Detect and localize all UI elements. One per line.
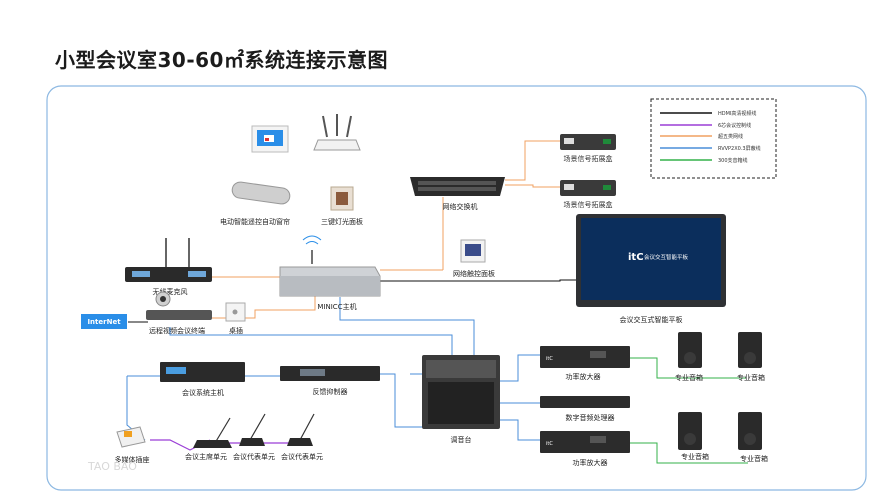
smart-panel-label: 会议交互式智能平板 (620, 315, 683, 324)
media-box-label: 多媒体插座 (115, 455, 150, 464)
speaker-2: 专业音箱 (737, 332, 765, 382)
expander-2-label: 场景信号拓展盒 (564, 200, 613, 209)
delegate-unit-1: 会议代表单元 (233, 413, 275, 461)
curtain-label: 电动智能遥控自动窗帘 (220, 217, 290, 226)
minicc-host: MINICC主机 (279, 235, 381, 311)
table-socket: 桌插 (225, 302, 246, 335)
curtain-motor: 电动智能遥控自动窗帘 (220, 181, 291, 226)
light-panel-label: 三键灯光面板 (321, 217, 363, 226)
video-terminal: 远程视频会议终端 (146, 291, 212, 335)
dsp-processor: 数字音频处理器 (540, 396, 630, 422)
legend-label-rvvp: RVVP2X0.3屏蔽线 (718, 145, 761, 152)
delegate-1-label: 会议代表单元 (233, 452, 275, 461)
conference-host: 会议系统主机 (160, 362, 245, 397)
signal-expander-2: 场景信号拓展盒 (560, 180, 616, 209)
amp-2-brand: itC (546, 441, 553, 447)
video-terminal-label: 远程视频会议终端 (149, 326, 205, 335)
speaker-1-label: 专业音箱 (675, 373, 703, 382)
feedback-suppressor: 反馈抑制器 (280, 366, 380, 396)
media-box: 多媒体插座 (115, 426, 150, 464)
legend: HDMI高清视频线 6芯会议控制线 超五类网线 RVVP2X0.3屏蔽线 300… (650, 98, 777, 179)
amp-1-brand: itC (546, 356, 553, 362)
touch-panel-label: 网络触控面板 (453, 269, 495, 278)
speaker-2-label: 专业音箱 (737, 373, 765, 382)
legend-label-cat5: 超五类网线 (718, 133, 743, 140)
delegate-2-label: 会议代表单元 (281, 452, 323, 461)
rvvp-cables (126, 297, 540, 441)
light-panel: 三键灯光面板 (321, 186, 363, 226)
host-label: MINICC主机 (317, 302, 356, 311)
amp-2-label: 功率放大器 (573, 458, 608, 467)
small-display-icon (251, 125, 289, 153)
smart-panel-logo: itC (628, 252, 644, 263)
speaker-4: 专业音箱 (738, 412, 768, 463)
amp-1-label: 功率放大器 (566, 372, 601, 381)
power-amp-2: itC 功率放大器 (540, 431, 630, 467)
speaker-1: 专业音箱 (675, 332, 703, 382)
hdmi-cables (128, 279, 576, 323)
power-amp-1: itC 功率放大器 (540, 346, 630, 381)
watermark: TAO BAO (87, 460, 137, 473)
wireless-mic-label: 无线麦克风 (153, 287, 188, 296)
network-switch: 网络交换机 (410, 177, 505, 211)
internet-badge: InterNet (81, 314, 127, 329)
legend-label-hdmi: HDMI高清视频线 (718, 110, 756, 117)
diagram-frame (46, 85, 867, 491)
conf-host-label: 会议系统主机 (182, 388, 224, 397)
speaker-3: 专业音箱 (678, 412, 709, 461)
wireless-mic: 无线麦克风 (125, 238, 212, 296)
delegate-unit-2: 会议代表单元 (281, 413, 323, 461)
audio-cables (630, 357, 748, 464)
expander-1-label: 场景信号拓展盒 (564, 154, 613, 163)
smart-panel: itC 会议交互智能平板 会议交互式智能平板 (576, 214, 726, 324)
legend-label-meeting: 6芯会议控制线 (718, 122, 751, 129)
dsp-label: 数字音频处理器 (566, 413, 615, 422)
router-icon (313, 114, 361, 151)
socket-label: 桌插 (229, 326, 243, 335)
smart-panel-screen-text: 会议交互智能平板 (644, 253, 689, 261)
legend-label-audio: 300支音箱线 (718, 157, 748, 164)
signal-expander-1: 场景信号拓展盒 (560, 134, 616, 163)
mixer-label: 调音台 (451, 435, 472, 444)
chair-unit-label: 会议主席单元 (185, 452, 227, 461)
audio-mixer: 调音台 (422, 355, 500, 444)
speaker-4-label: 专业音箱 (740, 454, 768, 463)
speaker-3-label: 专业音箱 (681, 452, 709, 461)
chair-unit: 会议主席单元 (185, 417, 232, 461)
switch-label: 网络交换机 (443, 202, 478, 211)
internet-label: InterNet (87, 318, 121, 326)
feedback-label: 反馈抑制器 (313, 387, 348, 396)
page-title: 小型会议室30-60㎡系统连接示意图 (55, 48, 388, 72)
touch-panel: 网络触控面板 (453, 239, 495, 278)
